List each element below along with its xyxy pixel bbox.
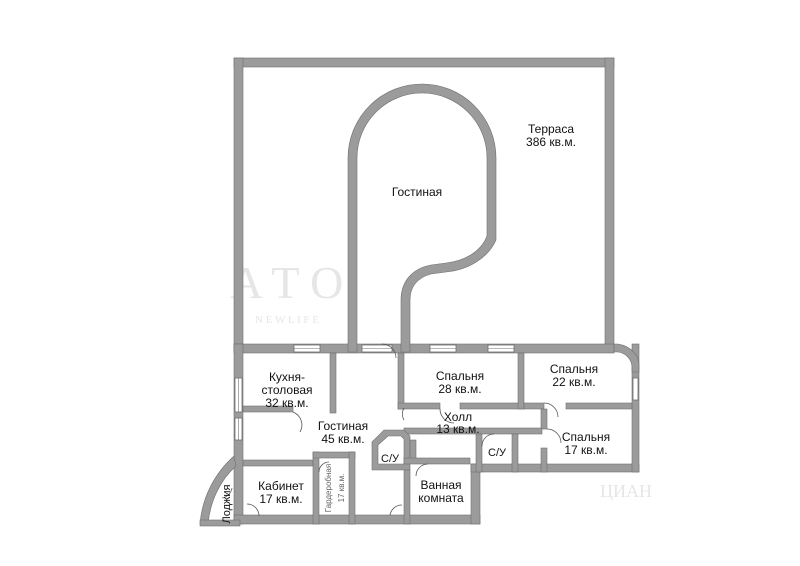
- door-wardrobe: [318, 461, 330, 473]
- bedroom3-area: 17 кв.м.: [564, 443, 607, 457]
- wc2-name: С/У: [488, 447, 507, 459]
- wc1-name: С/У: [381, 453, 400, 465]
- wc2-wall-right: [511, 433, 519, 473]
- bed1-wall-right: [517, 352, 525, 410]
- bed1-wall-left: [397, 352, 405, 410]
- wardrobe-name: Гардеробная: [324, 464, 333, 512]
- bedroom2-area: 22 кв.м.: [552, 375, 595, 389]
- bathroom-line1: Ванная: [420, 478, 461, 492]
- window-glazing: [238, 348, 514, 440]
- door-bath: [415, 463, 429, 477]
- living-top-name: Гостиная: [392, 185, 442, 199]
- door-bedroom2: [543, 402, 559, 418]
- bathroom-line2: комната: [418, 491, 464, 505]
- door-loggia: [221, 487, 233, 499]
- window-bedroom2: [632, 377, 639, 401]
- living-main-name: Гостиная: [318, 419, 368, 433]
- wc2-wall-left: [475, 433, 483, 473]
- bed1-wall-bottom-b: [459, 402, 525, 410]
- door-wc2: [481, 433, 495, 447]
- bed2-wall-bottom-b: [565, 402, 633, 410]
- terrace-name: Терраса: [528, 122, 574, 136]
- study-name: Кабинет: [258, 479, 304, 493]
- bedroom-corner-wall: [613, 343, 640, 373]
- watermark: A T O N E W L I F E ЦИАН: [230, 257, 652, 501]
- walls: [199, 57, 640, 527]
- wardrobe-wall-right: [348, 451, 356, 525]
- door-kitchen: [292, 411, 303, 433]
- apt-wall-bottom-right: [470, 463, 640, 473]
- watermark-tagline: N E W L I F E: [255, 314, 319, 326]
- bath-wall-top: [403, 457, 471, 465]
- door-entrance: [389, 504, 403, 516]
- kitchen-wall-bottom: [242, 405, 294, 413]
- hall-name: Холл: [444, 410, 472, 424]
- terrace-wall-top: [233, 57, 615, 68]
- bed3-wall-left-b: [540, 447, 548, 473]
- bed2-wall-bottom-a: [523, 402, 545, 410]
- kitchen-wall-right: [329, 352, 337, 414]
- terrace-area: 386 кв.м.: [526, 135, 576, 149]
- loggia-name: Лоджия: [221, 484, 233, 523]
- doors: [221, 343, 562, 517]
- terrace-wall-left: [233, 57, 244, 353]
- bath-wall-left: [403, 469, 411, 525]
- room-labels: Терраса 386 кв.м. Гостиная Кухня- столов…: [221, 122, 610, 523]
- living-curve-wall: [347, 83, 497, 353]
- bedroom3-name: Спальня: [562, 430, 610, 444]
- door-study: [246, 503, 260, 517]
- bed1-wall-bottom-a: [397, 402, 441, 410]
- bedroom1-name: Спальня: [436, 369, 484, 383]
- terrace-wall-right: [604, 57, 615, 353]
- door-bedroom1: [439, 408, 455, 424]
- loggia-wall-bottom: [199, 519, 241, 527]
- main-divider-wall: [233, 343, 615, 354]
- bedroom2-name: Спальня: [550, 362, 598, 376]
- living-main-area: 45 кв.м.: [321, 432, 364, 446]
- hall-area: 13 кв.м.: [436, 422, 479, 436]
- door-terrace-living: [381, 343, 397, 359]
- kitchen-line1: Кухня-: [269, 370, 305, 384]
- kitchen-area: 32 кв.м.: [265, 396, 308, 410]
- study-area: 17 кв.м.: [259, 492, 302, 506]
- wardrobe-area: 17 кв.м.: [337, 474, 346, 503]
- bed3-wall-left-a: [540, 408, 548, 430]
- study-wall-right: [312, 451, 320, 525]
- study-wall-top: [242, 459, 314, 467]
- door-hall: [402, 407, 405, 421]
- bath-wall-right: [470, 463, 481, 525]
- watermark-corner: ЦИАН: [600, 481, 652, 501]
- kitchen-line2: столовая: [262, 383, 313, 397]
- watermark-letters: A T O: [230, 257, 343, 308]
- bedroom1-area: 28 кв.м.: [438, 382, 481, 396]
- door-bedroom3: [546, 428, 562, 444]
- apt-wall-bottom: [233, 514, 481, 525]
